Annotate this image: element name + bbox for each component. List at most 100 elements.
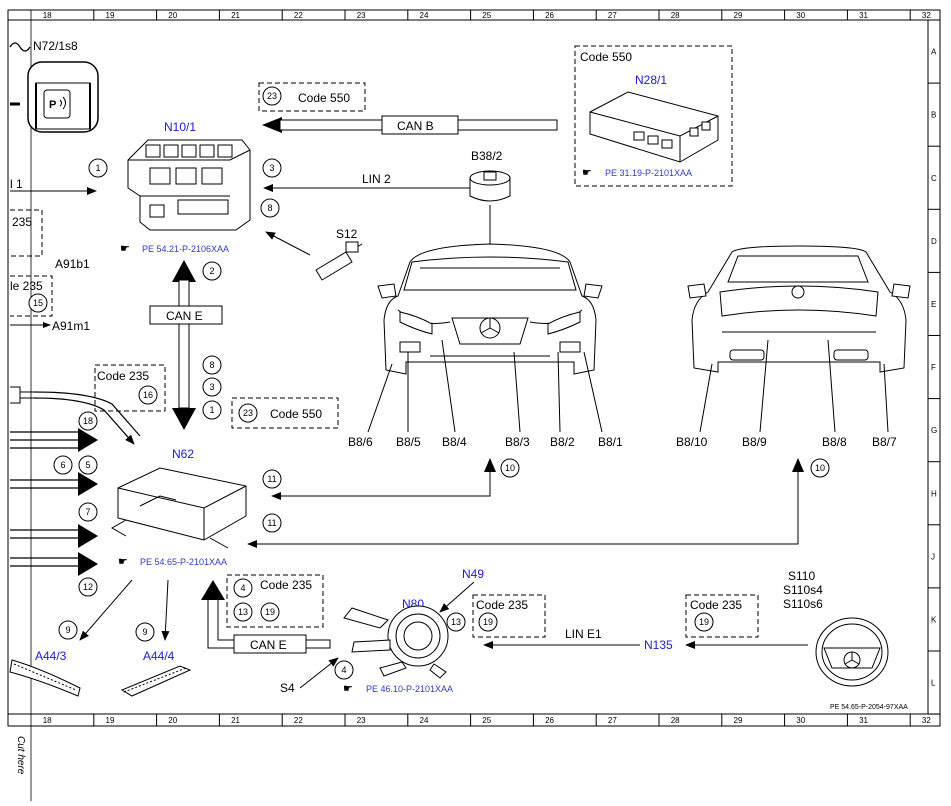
column-label-bottom: 19 (106, 716, 115, 725)
callout-7: 7 (78, 502, 98, 522)
callout-10: 10 (500, 458, 520, 478)
n62-output-arrows (79, 579, 170, 641)
n80-ref-icon: ☛ (343, 683, 353, 695)
column-label-bottom: 27 (608, 716, 617, 725)
svg-text:16: 16 (143, 390, 153, 400)
code550-label-top: Code 550 (298, 91, 350, 105)
sensor-signal-lines (247, 459, 799, 548)
park-icon: P (49, 99, 56, 111)
can-e-label-vertical: CAN E (166, 309, 203, 323)
row-label: J (931, 552, 935, 561)
svg-text:11: 11 (267, 474, 276, 484)
s110-label: S110 (788, 569, 815, 583)
a91b1-label: A91b1 (55, 257, 90, 271)
sensor-b8-9: B8/9 (742, 435, 767, 449)
column-label-bottom: 21 (231, 716, 240, 725)
can-e-label-horizontal: CAN E (250, 638, 287, 652)
callout-1: 1 (88, 158, 108, 178)
sensor-b8-7: B8/7 (872, 435, 897, 449)
column-label-bottom: 26 (545, 716, 554, 725)
n80-ref: PE 46.10-P-2101XAA (366, 684, 453, 694)
s110s4-label: S110s4 (783, 583, 823, 597)
callout-4: 4 (233, 578, 253, 598)
svg-text:8: 8 (267, 203, 272, 213)
callout-13: 13 (233, 602, 253, 622)
callout-8: 8 (260, 198, 280, 218)
code550-box-n62: Code 550 (231, 397, 339, 429)
s110s6-label: S110s6 (783, 597, 823, 611)
callout-23: 23 (238, 403, 258, 423)
callout-11: 11 (262, 513, 282, 533)
n80-module: N49 N80 S4 ☛ PE 46.10-P-2101XAA (280, 567, 484, 695)
code235-fragment: 235 (12, 215, 32, 229)
s12-label: S12 (336, 227, 358, 241)
column-label-top: 20 (168, 11, 177, 20)
a44-3-label: A44/3 (35, 649, 67, 663)
row-label: L (931, 679, 936, 688)
sensor-b8-8: B8/8 (822, 435, 847, 449)
steering-wheel-icon (815, 617, 889, 687)
column-label-bottom: 22 (294, 716, 303, 725)
n10-module: N10/1 ☛ PE 54.21-P-2106XAA (120, 120, 251, 255)
column-label-bottom: 29 (734, 716, 743, 725)
svg-text:4: 4 (341, 665, 346, 675)
can-b-label: CAN B (397, 119, 434, 133)
scissors-icon (9, 42, 31, 52)
callout-19: 19 (694, 612, 714, 632)
svg-text:19: 19 (483, 617, 493, 627)
n72-switch: N72/1s8 P (9, 39, 99, 133)
front-car-icon (377, 243, 603, 375)
arrow-up-rear (792, 458, 804, 472)
b38-sensor-icon (469, 170, 511, 202)
svg-text:23: 23 (243, 408, 253, 418)
column-label-top: 30 (796, 11, 805, 20)
can-b-bus: Code 550 CAN B (258, 82, 558, 135)
column-label-top: 25 (482, 11, 491, 20)
n28-module: Code 550 N28/1 ☛ PE 31.19-P-2101XAA (574, 45, 733, 187)
footer-reference: PE 54.65-P-2054-97XAA (830, 704, 908, 711)
n10-ref-icon: ☛ (120, 243, 130, 255)
callout-19: 19 (260, 602, 280, 622)
callout-18: 18 (78, 411, 98, 431)
front-sensor-leaders (367, 339, 603, 433)
svg-text:10: 10 (505, 463, 515, 473)
n28-device-icon (589, 91, 719, 163)
column-label-top: 22 (294, 11, 303, 20)
n62-device-icon (110, 467, 247, 549)
a91m1-label: A91m1 (52, 319, 90, 333)
sensor-b8-1: B8/1 (598, 435, 623, 449)
arrow-up-front (484, 458, 496, 472)
s12-switch: S12 (265, 227, 363, 281)
le235-label: le 235 (10, 279, 43, 293)
l1-label: l 1 (10, 177, 23, 191)
n62-label: N62 (172, 447, 194, 461)
svg-text:19: 19 (265, 607, 275, 617)
n49-label: N49 (462, 567, 484, 581)
lin2-bus: LIN 2 B38/2 (263, 149, 511, 258)
n10-device-icon (127, 139, 251, 231)
column-labels: 1818191920202121222223232424252526262727… (43, 11, 932, 725)
front-sensor-labels: B8/6 B8/5 B8/4 B8/3 B8/2 B8/1 (348, 435, 623, 449)
column-label-bottom: 24 (420, 716, 429, 725)
sensor-b8-3: B8/3 (505, 435, 530, 449)
callout-16: 16 (138, 385, 158, 405)
callout-11: 11 (262, 469, 282, 489)
column-label-bottom: 20 (168, 716, 177, 725)
callout-19: 19 (478, 612, 498, 632)
column-label-bottom: 32 (922, 716, 931, 725)
s4-label: S4 (280, 681, 295, 695)
svg-text:13: 13 (451, 617, 461, 627)
n62-input-arrows (10, 428, 98, 576)
svg-text:9: 9 (142, 627, 147, 637)
n28-ref-icon: ☛ (582, 167, 592, 179)
column-label-top: 23 (357, 11, 366, 20)
left-fragments: l 1 235 A91b1 le 235 A91m1 (10, 177, 141, 445)
svg-text:5: 5 (85, 460, 90, 470)
callout-15: 15 (28, 293, 48, 313)
callout-1: 1 (202, 400, 222, 420)
column-label-top: 18 (43, 11, 52, 20)
svg-text:3: 3 (269, 163, 274, 173)
sensor-b8-6: B8/6 (348, 435, 373, 449)
n62-ref: PE 54.65-P-2101XAA (140, 557, 227, 567)
